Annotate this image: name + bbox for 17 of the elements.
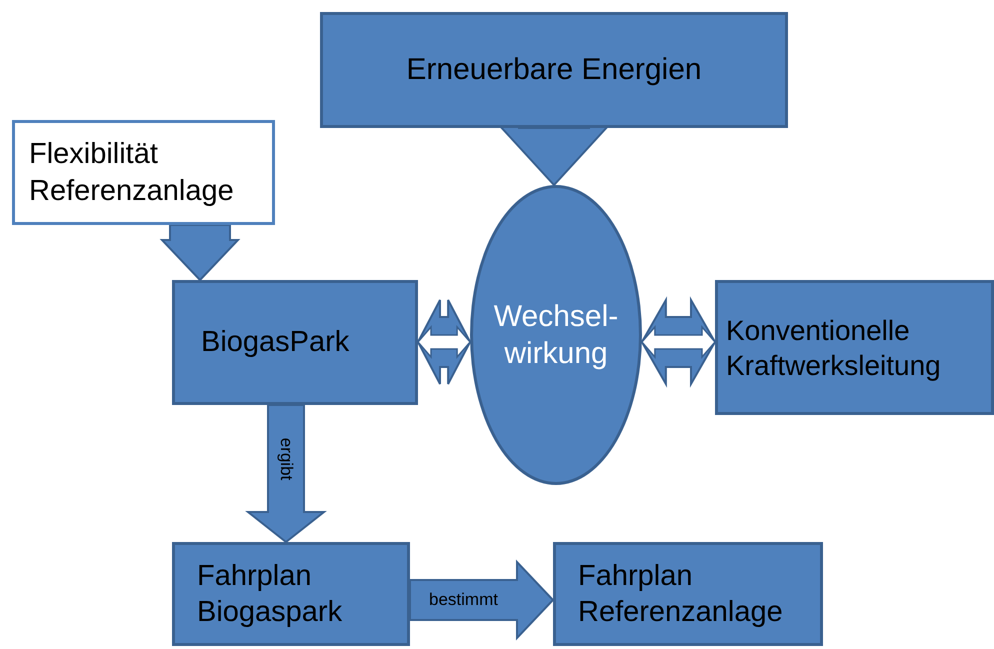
process-box <box>172 280 418 405</box>
process-box <box>320 12 788 128</box>
node-label: Flexibilität Referenzanlage <box>29 137 235 208</box>
double-block-arrow <box>416 299 472 385</box>
node-label: Konventionelle Kraftwerksleitung <box>726 314 942 382</box>
double-block-arrow <box>640 296 716 388</box>
process-box <box>715 280 994 415</box>
node-label: BiogasPark <box>201 325 350 360</box>
process-box <box>553 542 823 646</box>
process-box <box>172 542 410 646</box>
outlined-box <box>12 120 275 225</box>
block-arrow <box>160 224 240 282</box>
edge-label: ergibt <box>276 437 296 480</box>
node-label: Wechsel- wirkung <box>492 298 620 372</box>
node-label: Fahrplan Biogaspark <box>197 558 344 630</box>
node-label: Erneuerbare Energien <box>406 52 702 88</box>
node-label: Fahrplan Referenzanlage <box>578 558 784 630</box>
